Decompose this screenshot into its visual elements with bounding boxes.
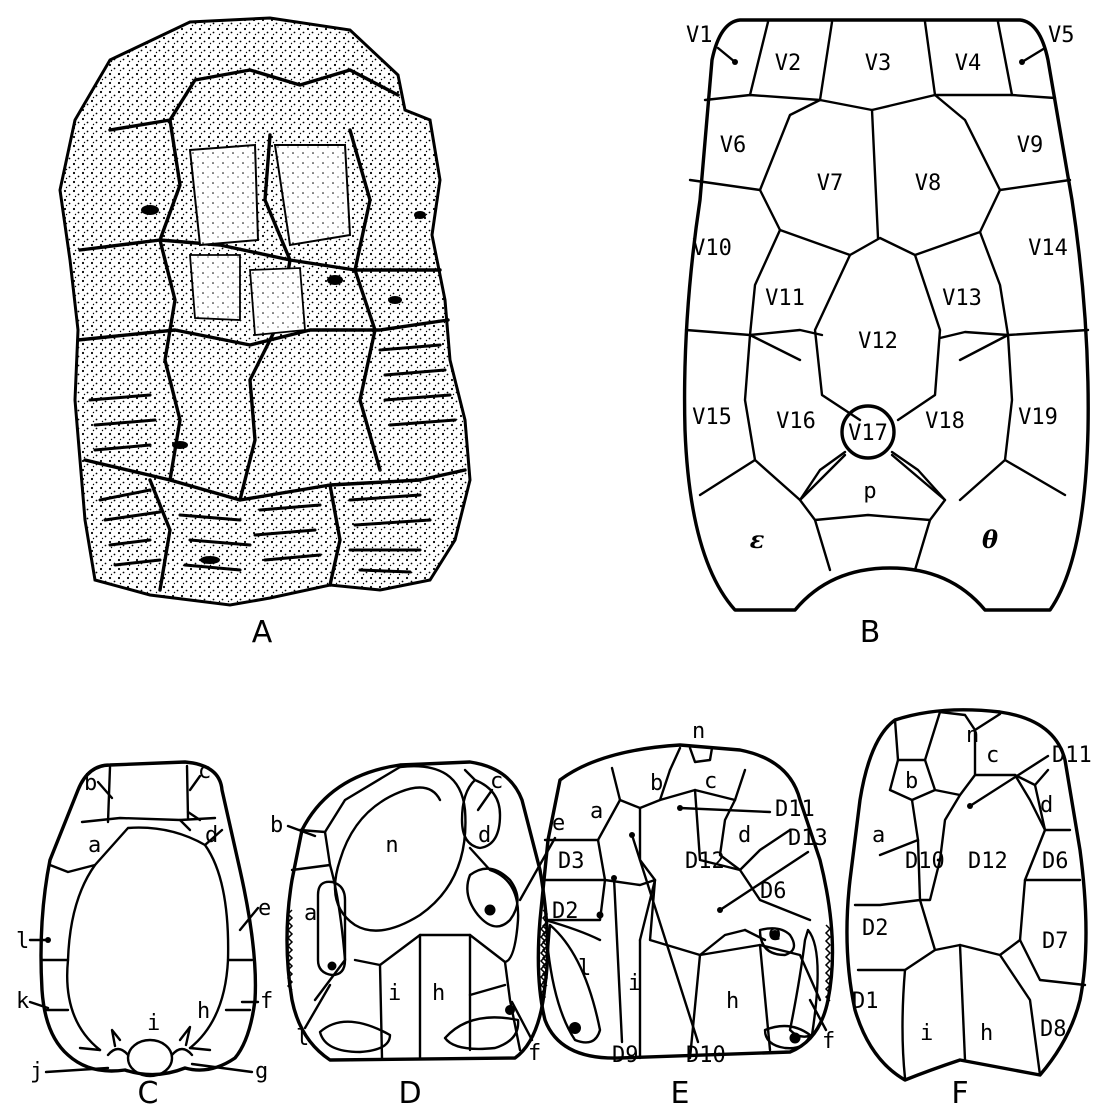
plate-f-i: i	[920, 1021, 933, 1046]
plate-e-h: h	[726, 989, 739, 1014]
plate-v18: V18	[925, 409, 965, 434]
plate-f-d6: D6	[1042, 849, 1069, 874]
plate-v12: V12	[858, 329, 898, 354]
panel-label-c: C	[138, 1076, 159, 1106]
plate-c-i: i	[147, 1011, 160, 1036]
plate-c-b: b	[84, 771, 97, 796]
plate-e-d6: D6	[760, 879, 787, 904]
plate-v16: V16	[776, 409, 816, 434]
plate-e-f: f	[822, 1029, 835, 1054]
plate-theta: θ	[982, 525, 998, 554]
plate-e-d: d	[738, 823, 751, 848]
plate-v2: V2	[775, 51, 802, 76]
plate-v1: V1	[686, 23, 713, 48]
plate-v14: V14	[1028, 236, 1068, 261]
panel-label-b: B	[860, 615, 881, 650]
panel-label-d: D	[398, 1076, 421, 1106]
plate-e-d9: D9	[612, 1043, 639, 1068]
plate-v8: V8	[915, 171, 942, 196]
plate-f-b: b	[905, 769, 918, 794]
plate-c-a: a	[88, 833, 101, 858]
panel-d-diagram: b n c d e a i h l f D	[270, 762, 565, 1106]
plate-e-c: c	[704, 769, 717, 794]
plate-f-d: d	[1040, 793, 1053, 818]
plate-c-h: h	[197, 999, 210, 1024]
plate-c-f: f	[260, 989, 273, 1014]
plate-f-d11: D11	[1052, 743, 1092, 768]
plate-f-a: a	[872, 823, 885, 848]
plate-f-c: c	[986, 743, 999, 768]
plate-v15: V15	[692, 405, 732, 430]
panel-b-outline	[685, 20, 1089, 610]
plate-f-d2: D2	[862, 916, 889, 941]
plate-d-h: h	[432, 981, 445, 1006]
panel-e-diagram: n b c a D11 d D13 D3 D12 D6 D2 l e i h D…	[538, 719, 835, 1106]
plate-f-d10: D10	[905, 849, 945, 874]
panel-a-specimen: A	[60, 18, 470, 650]
plate-v19: V19	[1018, 405, 1058, 430]
plate-v13: V13	[942, 286, 982, 311]
plate-c-d: d	[205, 823, 218, 848]
plate-v10: V10	[692, 236, 732, 261]
plate-e-d13: D13	[788, 826, 828, 851]
plate-c-g: g	[255, 1059, 268, 1084]
plate-e-a: a	[590, 799, 603, 824]
plate-f-n: n	[966, 723, 979, 748]
plate-c-e: e	[258, 896, 271, 921]
panel-label-f: F	[951, 1076, 968, 1106]
panel-c-diagram: b c d a e l i h k f j g C	[16, 759, 273, 1106]
plate-e-d11: D11	[775, 797, 815, 822]
plate-epsilon: ε	[750, 525, 765, 554]
plate-e-d10: D10	[686, 1043, 726, 1068]
panel-b-diagram: V1 V2 V3 V4 V5 V6 V7 V8 V9 V10 V11 V12 V…	[685, 20, 1089, 650]
plate-e-d2: D2	[552, 899, 579, 924]
plate-v11: V11	[765, 286, 805, 311]
plate-e-i: i	[628, 971, 641, 996]
plate-e-d12: D12	[685, 849, 725, 874]
plate-d-f: f	[528, 1041, 541, 1066]
plate-v5: V5	[1048, 23, 1075, 48]
plate-d-i: i	[388, 981, 401, 1006]
plate-d-b: b	[270, 813, 283, 838]
plate-f-d12: D12	[968, 849, 1008, 874]
plate-e-l: l	[578, 956, 591, 981]
plate-v7: V7	[817, 171, 844, 196]
plate-f-d1: D1	[852, 989, 879, 1014]
plate-v6: V6	[720, 133, 747, 158]
plate-v9: V9	[1017, 133, 1044, 158]
plate-f-h: h	[980, 1021, 993, 1046]
plate-e-e: e	[768, 921, 781, 946]
plate-d-d: d	[478, 823, 491, 848]
plate-p: p	[863, 479, 876, 504]
plate-v17: V17	[848, 421, 888, 446]
plate-f-d8: D8	[1040, 1017, 1067, 1042]
panel-label-e: E	[671, 1076, 690, 1106]
plate-v4: V4	[955, 51, 982, 76]
plate-d-l: l	[296, 1026, 309, 1051]
plate-c-j: j	[30, 1059, 43, 1084]
plate-e-b: b	[650, 771, 663, 796]
panel-label-a: A	[252, 615, 273, 650]
plate-c-k: k	[16, 989, 29, 1014]
plate-e-d3: D3	[558, 849, 585, 874]
plate-c-l: l	[16, 929, 29, 954]
plate-c-c: c	[198, 759, 211, 784]
plate-d-n: n	[385, 833, 398, 858]
plate-d-a: a	[304, 901, 317, 926]
plate-e-n: n	[692, 719, 705, 744]
plate-v3: V3	[865, 51, 892, 76]
panel-f-diagram: n b c D11 d a D10 D12 D6 D2 D7 D1 i h D8…	[847, 710, 1092, 1106]
plate-f-d7: D7	[1042, 929, 1069, 954]
